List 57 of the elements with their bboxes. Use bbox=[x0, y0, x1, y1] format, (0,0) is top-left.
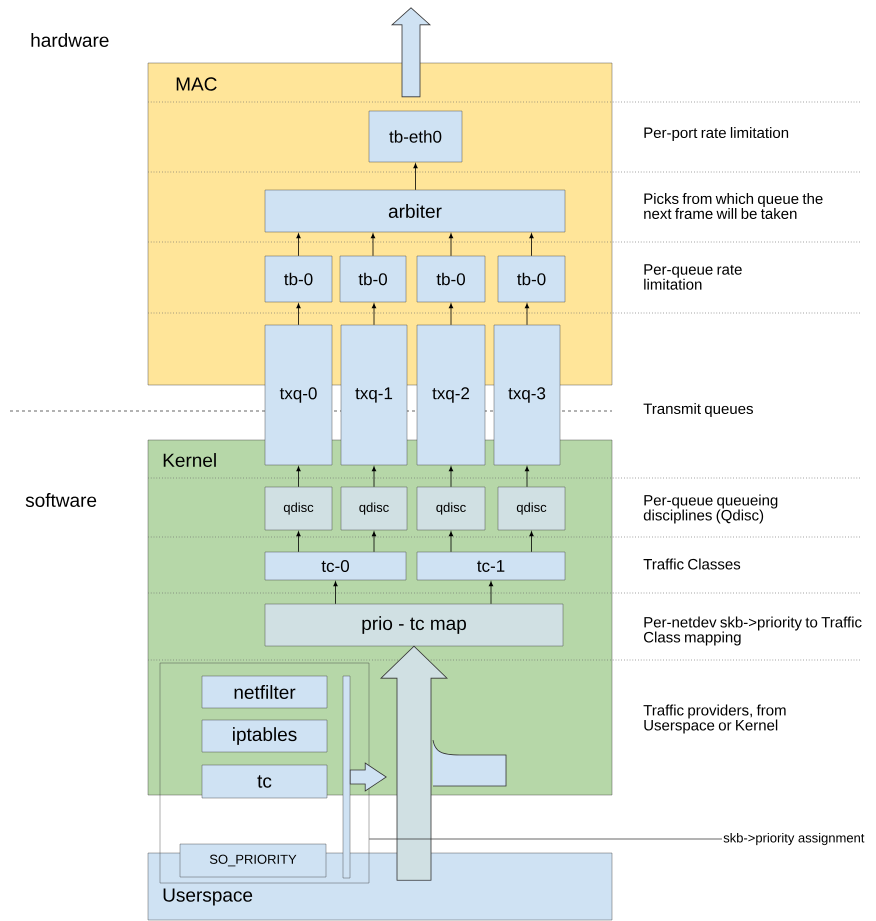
block-box: prio - tc map bbox=[264, 604, 564, 646]
queue-box: txq-1 bbox=[340, 324, 408, 466]
block-box: tc bbox=[202, 764, 328, 798]
layer-label: hardware bbox=[32, 33, 109, 47]
queue-box: txq-2 bbox=[416, 324, 486, 466]
arrow bbox=[370, 233, 376, 256]
queue-box: txq-3 bbox=[494, 324, 560, 466]
frame-box bbox=[160, 662, 370, 884]
layer-label: software bbox=[26, 493, 96, 507]
block-arrow bbox=[350, 762, 387, 792]
arrow bbox=[372, 531, 376, 552]
block-box: tc-1 bbox=[416, 552, 566, 580]
block-box: tb-0 bbox=[264, 256, 332, 302]
arrow bbox=[296, 233, 301, 256]
side-note: Per-queue rate limitation bbox=[644, 264, 742, 290]
bus-bar bbox=[342, 676, 350, 878]
arrow bbox=[448, 303, 454, 326]
side-note: Per-netdev skb->priority to Traffic Class mapping bbox=[644, 616, 862, 646]
side-note: Per-queue queueing disciplines (Qdisc) bbox=[644, 494, 778, 524]
arrow bbox=[296, 303, 301, 326]
block-box: tb-eth0 bbox=[368, 110, 462, 162]
arrow bbox=[296, 531, 301, 552]
arrow bbox=[372, 466, 376, 488]
arrow bbox=[524, 466, 530, 488]
arrow bbox=[372, 303, 376, 326]
arrow bbox=[529, 531, 534, 552]
arrow bbox=[488, 581, 494, 604]
side-note: Traffic Classes bbox=[644, 558, 740, 570]
leader-line bbox=[368, 838, 722, 840]
block-box: tc-0 bbox=[264, 552, 406, 580]
block-arrow bbox=[390, 7, 432, 98]
side-note: Traffic providers, from Userspace or Kernel bbox=[644, 704, 786, 734]
side-note: Per-port rate limitation bbox=[644, 127, 788, 141]
block-box: qdisc bbox=[498, 486, 566, 530]
arrow bbox=[448, 531, 454, 552]
block-box: tb-0 bbox=[416, 256, 486, 302]
side-note: Picks from which queue the next frame will be taken bbox=[644, 193, 823, 219]
block-box: iptables bbox=[202, 720, 328, 752]
block-arrow bbox=[380, 646, 448, 881]
side-note: Transmit queues bbox=[644, 403, 753, 417]
block-box: tb-0 bbox=[340, 256, 406, 302]
block-box: qdisc bbox=[416, 486, 486, 530]
queue-box: txq-0 bbox=[264, 324, 332, 466]
block-box: netfilter bbox=[202, 676, 328, 708]
arrow bbox=[333, 581, 338, 604]
note-text: skb->priority assignment bbox=[724, 832, 864, 846]
arrow bbox=[448, 233, 454, 256]
arrow bbox=[413, 163, 418, 190]
arrow bbox=[296, 466, 301, 488]
block-box: qdisc bbox=[340, 486, 408, 530]
block-box: arbiter bbox=[264, 190, 566, 232]
arrow bbox=[524, 303, 530, 326]
arrow bbox=[529, 233, 534, 256]
block-box: qdisc bbox=[264, 486, 332, 530]
block-box: SO_PRIORITY bbox=[180, 844, 326, 878]
arrow bbox=[448, 466, 454, 488]
block-box: tb-0 bbox=[498, 256, 566, 302]
